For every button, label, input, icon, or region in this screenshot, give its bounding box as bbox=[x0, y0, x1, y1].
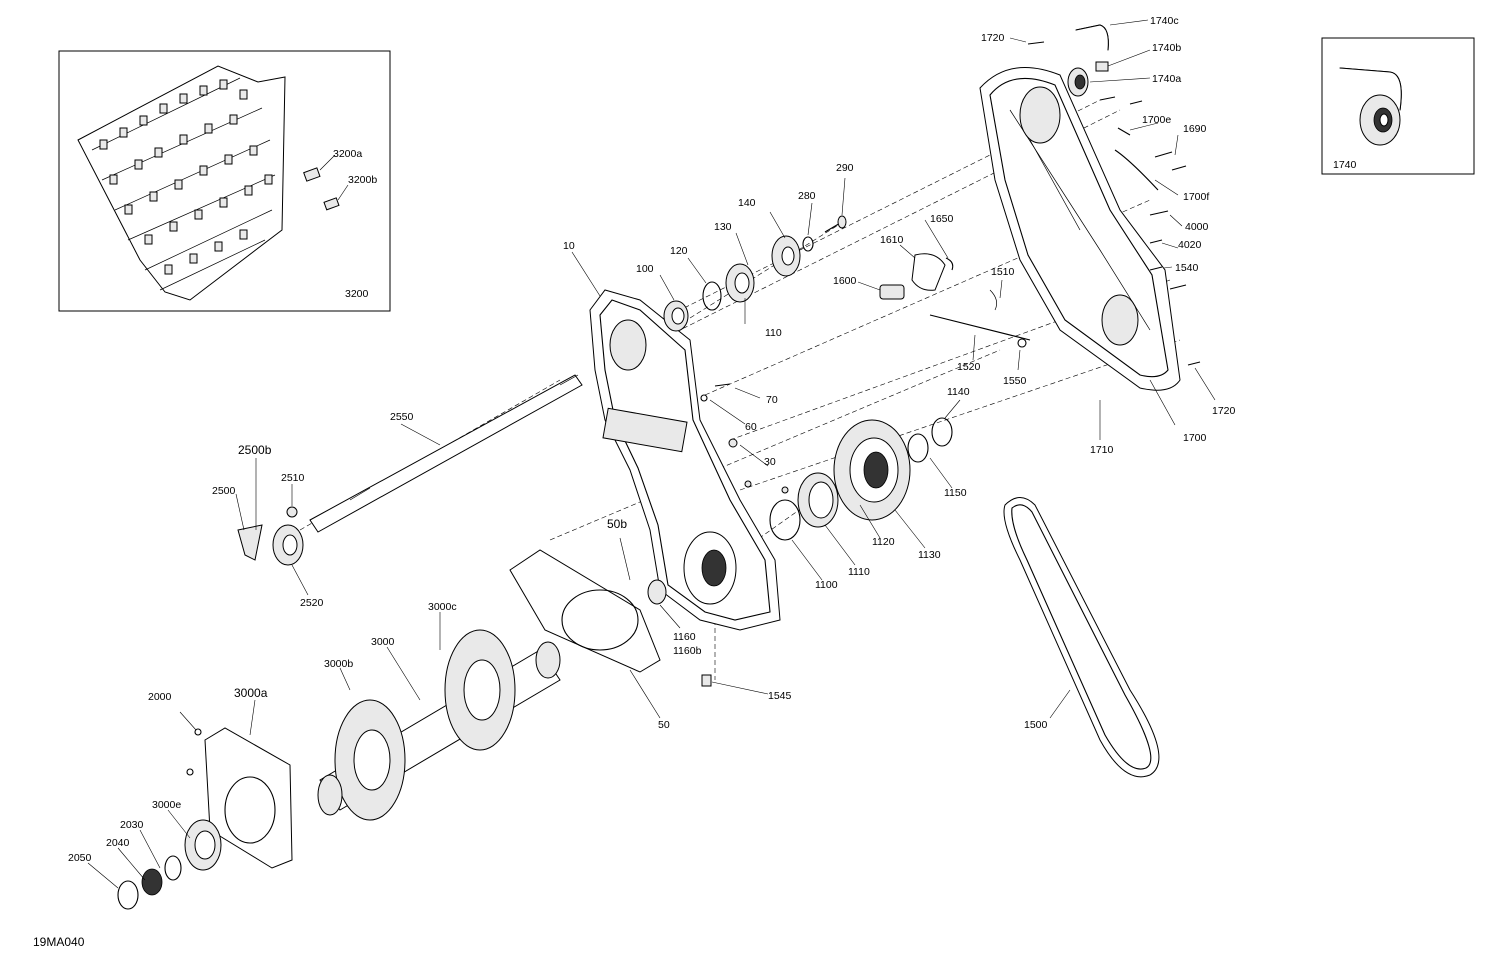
label-4020: 4020 bbox=[1178, 239, 1202, 251]
upper-gear-stack bbox=[663, 215, 847, 332]
label-2520: 2520 bbox=[300, 597, 324, 609]
label-3000b: 3000b bbox=[324, 658, 353, 670]
bearing-plate-3000a bbox=[117, 711, 293, 910]
label-2050: 2050 bbox=[68, 852, 92, 864]
label-2550: 2550 bbox=[390, 411, 414, 423]
label-1100: 1100 bbox=[815, 579, 838, 591]
label-1700e: 1700e bbox=[1142, 114, 1171, 126]
label-3000c: 3000c bbox=[428, 601, 457, 613]
clip-blocks bbox=[99, 79, 273, 275]
label-2000: 2000 bbox=[148, 691, 172, 703]
label-1700f: 1700f bbox=[1183, 191, 1209, 203]
label-2500: 2500 bbox=[212, 485, 236, 497]
lower-gear-stack bbox=[769, 417, 953, 541]
label-4000: 4000 bbox=[1185, 221, 1209, 233]
label-1160: 1160 bbox=[673, 631, 696, 643]
label-1650: 1650 bbox=[930, 213, 954, 225]
label-70: 70 bbox=[766, 394, 778, 406]
label-1120: 1120 bbox=[872, 536, 895, 548]
label-290: 290 bbox=[836, 162, 854, 174]
label-1710: 1710 bbox=[1090, 444, 1114, 456]
gasket-50 bbox=[509, 537, 667, 719]
label-3200b: 3200b bbox=[348, 174, 377, 186]
label-1545: 1545 bbox=[768, 690, 792, 702]
label-1110: 1110 bbox=[848, 566, 870, 578]
chain-1500 bbox=[1003, 497, 1160, 778]
inset-box-1740 bbox=[1321, 37, 1475, 175]
label-1510: 1510 bbox=[991, 266, 1015, 278]
label-2030: 2030 bbox=[120, 819, 144, 831]
clip-3200a bbox=[303, 154, 336, 182]
label-1600: 1600 bbox=[833, 275, 857, 287]
label-1740b: 1740b bbox=[1152, 42, 1181, 54]
label-1130: 1130 bbox=[918, 549, 941, 561]
label-2510: 2510 bbox=[281, 472, 305, 484]
label-60: 60 bbox=[745, 421, 757, 433]
label-140: 140 bbox=[738, 197, 756, 209]
label-50b: 50b bbox=[607, 517, 627, 531]
part-labels: 1740c 1720 1740b 1740a 1700e 1690 1700f … bbox=[33, 15, 1357, 949]
leader-lines bbox=[87, 122, 1183, 889]
label-130: 130 bbox=[714, 221, 732, 233]
chaincase-housing bbox=[589, 289, 781, 631]
label-1150: 1150 bbox=[944, 487, 967, 499]
label-1140: 1140 bbox=[947, 386, 970, 398]
label-1720-top: 1720 bbox=[981, 32, 1005, 44]
cover-bolts bbox=[1009, 37, 1216, 401]
hose-parts bbox=[1067, 19, 1151, 97]
drive-axle-3000 bbox=[317, 629, 561, 821]
track-clip-plate bbox=[77, 65, 286, 301]
idler-assembly bbox=[879, 253, 1031, 348]
label-110: 110 bbox=[765, 327, 782, 339]
label-1610: 1610 bbox=[880, 234, 904, 246]
small-fasteners bbox=[700, 383, 789, 687]
label-1160b: 1160b bbox=[673, 645, 702, 657]
figure-code: 19MA040 bbox=[33, 935, 85, 949]
label-1550: 1550 bbox=[1003, 375, 1027, 387]
label-3200a: 3200a bbox=[333, 148, 362, 160]
label-3000a: 3000a bbox=[234, 686, 268, 700]
label-120: 120 bbox=[670, 245, 688, 257]
label-1500: 1500 bbox=[1024, 719, 1048, 731]
inset-label-3200: 3200 bbox=[345, 288, 369, 300]
chaincase-cover bbox=[979, 66, 1181, 440]
label-50: 50 bbox=[658, 719, 670, 731]
inset-label-1740: 1740 bbox=[1333, 159, 1357, 171]
label-30: 30 bbox=[764, 456, 776, 468]
label-1690: 1690 bbox=[1183, 123, 1207, 135]
label-1740c: 1740c bbox=[1150, 15, 1179, 27]
label-3000: 3000 bbox=[371, 636, 395, 648]
label-100: 100 bbox=[636, 263, 654, 275]
label-1740a: 1740a bbox=[1152, 73, 1181, 85]
inset-box-3200 bbox=[58, 50, 391, 312]
label-1720-bottom: 1720 bbox=[1212, 405, 1236, 417]
label-1700: 1700 bbox=[1183, 432, 1207, 444]
label-3000e: 3000e bbox=[152, 799, 181, 811]
input-shaft-assembly bbox=[237, 374, 583, 566]
label-2040: 2040 bbox=[106, 837, 130, 849]
label-2500b: 2500b bbox=[238, 443, 272, 457]
label-280: 280 bbox=[798, 190, 816, 202]
label-1520: 1520 bbox=[957, 361, 981, 373]
label-1540: 1540 bbox=[1175, 262, 1199, 274]
clip-3200b bbox=[323, 184, 349, 211]
label-10: 10 bbox=[563, 240, 575, 252]
